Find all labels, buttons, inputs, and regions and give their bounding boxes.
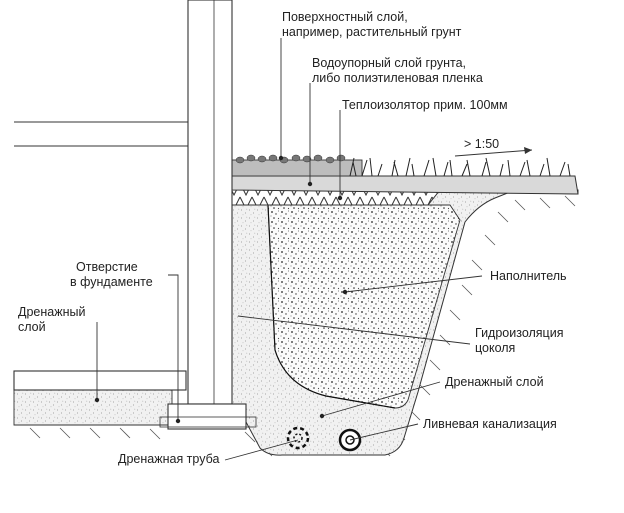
label-hydro-1: Гидроизоляция bbox=[475, 326, 563, 340]
label-waterproof-2: либо полиэтиленовая пленка bbox=[312, 71, 483, 85]
label-hydro-2: цоколя bbox=[475, 341, 515, 355]
label-surface-layer-2: например, растительный грунт bbox=[282, 25, 462, 39]
label-waterproof-1: Водоупорный слой грунта, bbox=[312, 56, 466, 70]
label-insulation: Теплоизолятор прим. 100мм bbox=[342, 98, 508, 112]
label-filler: Наполнитель bbox=[490, 269, 567, 283]
plinth-waterproofing bbox=[267, 204, 396, 409]
grass bbox=[349, 157, 571, 177]
pebbles bbox=[235, 154, 346, 164]
drainage-layer-left bbox=[13, 389, 173, 426]
label-drain-layer-left-1: Дренажный bbox=[18, 305, 85, 319]
label-opening-2: в фундаменте bbox=[70, 275, 153, 289]
label-surface-layer-1: Поверхностный слой, bbox=[282, 10, 408, 24]
slope-arrow bbox=[454, 149, 533, 157]
label-storm-sewer: Ливневая канализация bbox=[423, 417, 557, 431]
filler-gravel bbox=[267, 204, 461, 409]
label-drain-layer-right: Дренажный слой bbox=[445, 375, 544, 389]
label-drain-layer-left-2: слой bbox=[18, 320, 46, 334]
foundation-footing bbox=[167, 403, 247, 430]
wall-upper bbox=[14, 0, 188, 146]
floor-slab bbox=[13, 370, 187, 391]
label-slope: > 1:50 bbox=[464, 137, 499, 151]
leader-lines bbox=[94, 38, 483, 461]
surface-soil bbox=[231, 159, 363, 177]
label-opening-1: Отверстие bbox=[76, 260, 138, 274]
label-drain-pipe: Дренажная труба bbox=[118, 452, 219, 466]
foundation-opening bbox=[159, 416, 257, 428]
drain-pipe bbox=[286, 426, 310, 450]
ground-hatch bbox=[29, 195, 576, 457]
wall bbox=[187, 0, 233, 405]
